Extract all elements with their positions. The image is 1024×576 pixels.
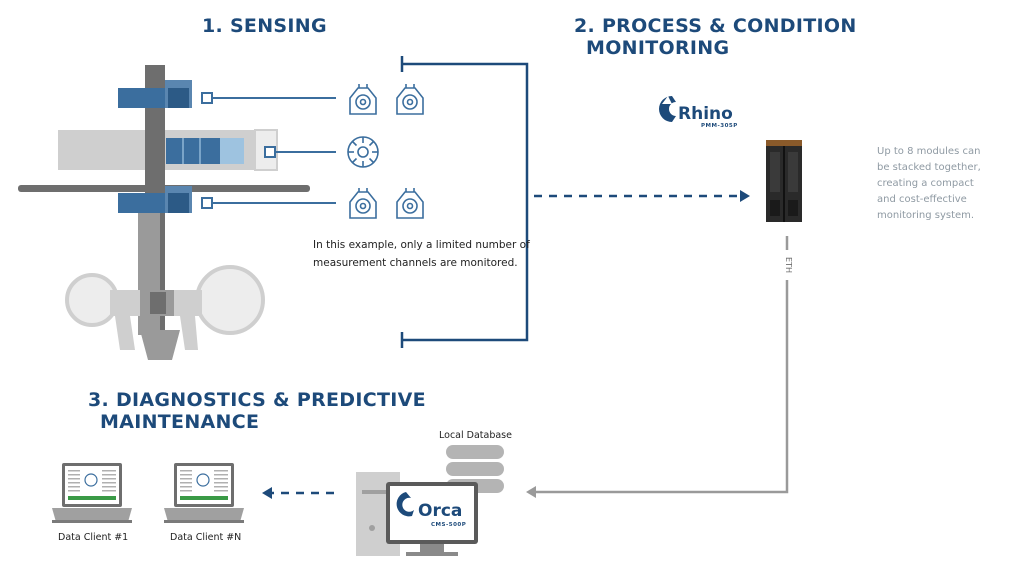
thruster-fin <box>140 330 180 360</box>
top-bearing <box>118 88 180 108</box>
process-heading-line1: 2. PROCESS & CONDITION <box>574 15 857 37</box>
rhino-model: PMM-305P <box>701 123 738 129</box>
accelerometer-icon <box>396 188 424 219</box>
eth-label: ETH <box>784 257 793 273</box>
stack-note-line2: be stacked together, <box>877 162 981 173</box>
arrow-left-icon <box>262 487 272 499</box>
diagnostics-heading-line1: 3. DIAGNOSTICS & PREDICTIVE <box>88 389 426 411</box>
sensing-heading: 1. SENSING <box>202 15 327 37</box>
orca-workstation <box>356 472 478 556</box>
laptop-icon <box>164 463 244 523</box>
shaft-housing <box>138 210 160 335</box>
arrow-right-icon <box>740 190 750 202</box>
measurement-points <box>201 92 336 209</box>
measurement-point-bottom <box>201 197 213 209</box>
stack-note-line4: and cost-effective <box>877 194 967 205</box>
arrow-left-icon <box>526 486 536 498</box>
speed-sensor-icon <box>347 136 379 168</box>
rhino-logo-icon <box>659 96 676 122</box>
diagnostics-heading: 3. DIAGNOSTICS & PREDICTIVE MAINTENANCE <box>88 389 426 433</box>
sensing-note: In this example, only a limited number o… <box>313 236 530 272</box>
client-label-1: Data Client #1 <box>58 532 129 543</box>
client-label-n: Data Client #N <box>170 532 242 543</box>
laptop-icon <box>52 463 132 523</box>
sensing-note-line1: In this example, only a limited number o… <box>313 239 530 251</box>
rhino-brand: Rhino <box>678 104 733 124</box>
measurement-point-top <box>201 92 213 104</box>
accelerometer-icon <box>349 188 377 219</box>
main-bearing <box>166 138 220 164</box>
measurement-point-middle <box>264 146 276 158</box>
stack-note-line5: monitoring system. <box>877 210 975 221</box>
diagnostics-heading-line2: MAINTENANCE <box>100 411 260 433</box>
orca-brand: Orca <box>418 501 463 521</box>
rhino-module <box>766 140 802 222</box>
accelerometer-icon <box>349 84 377 115</box>
orca-logo-icon <box>396 492 414 517</box>
orca-model: CMS-500P <box>431 522 467 528</box>
sensor-icons <box>347 84 424 219</box>
accelerometer-icon <box>396 84 424 115</box>
process-heading-line2: MONITORING <box>586 37 730 59</box>
sensing-note-line2: measurement channels are monitored. <box>313 257 518 269</box>
stack-note: Up to 8 modules can be stacked together,… <box>877 144 981 224</box>
main-bearing-light <box>220 138 244 164</box>
propeller-right <box>195 265 265 335</box>
ethernet-line <box>536 236 789 494</box>
lower-bearing <box>118 193 180 213</box>
machine-illustration <box>18 65 310 360</box>
stack-note-line3: creating a compact <box>877 178 974 189</box>
sensor-bracket <box>400 56 529 348</box>
propeller-left <box>65 273 119 327</box>
database-label: Local Database <box>439 430 512 441</box>
process-heading: 2. PROCESS & CONDITION MONITORING <box>574 15 857 59</box>
stack-note-line1: Up to 8 modules can <box>877 146 981 157</box>
